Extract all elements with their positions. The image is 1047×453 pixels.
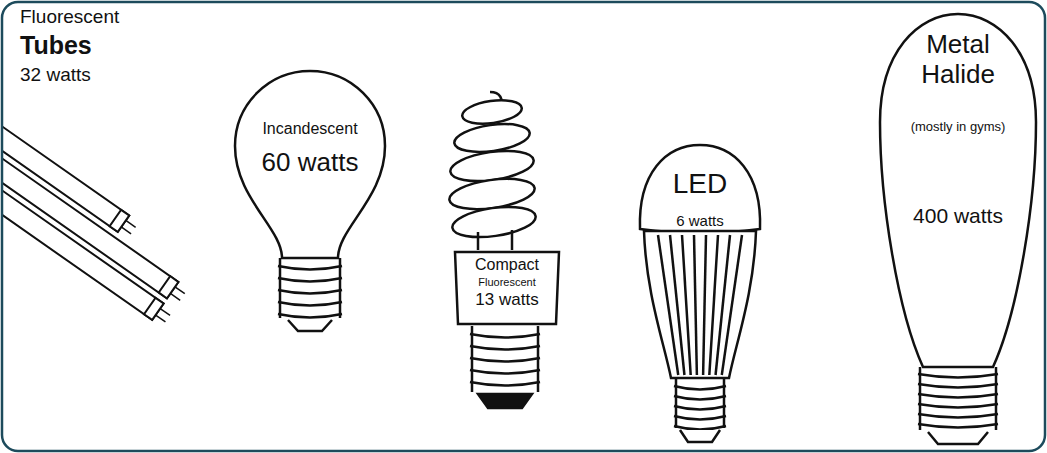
wattage: 6 watts — [640, 212, 760, 229]
screw-thread — [470, 346, 540, 350]
bulb-part — [682, 235, 691, 375]
bulb-name: Compact — [453, 256, 561, 274]
tube-pin — [121, 227, 131, 234]
screw-tip — [478, 394, 532, 408]
bulb-name: Fluorescent — [453, 276, 561, 289]
bulb-part — [278, 290, 342, 294]
bulb-part — [640, 145, 760, 233]
bulb-part — [278, 314, 342, 318]
bulb-part — [918, 424, 998, 428]
screw-thread — [470, 370, 540, 374]
bulb-part — [918, 374, 998, 378]
bulb-part — [918, 414, 998, 418]
bulb-part — [278, 302, 342, 306]
bulb-name: Incandescent — [240, 120, 380, 138]
cfl-screw-base — [470, 326, 540, 408]
bulb-part — [644, 231, 756, 378]
bulb-name: LED — [640, 168, 760, 200]
screw-thread — [470, 334, 540, 338]
bulb-name: Metal Halide — [898, 30, 1018, 90]
wattage: 400 watts — [878, 204, 1038, 228]
bulb-part — [918, 394, 998, 398]
tube-pin — [160, 309, 170, 316]
cfl-base-box: CompactFluorescent13 watts — [453, 250, 561, 326]
bulb-part — [680, 430, 720, 442]
bulb-part — [722, 235, 742, 375]
bulb-part — [674, 416, 726, 420]
bulb-part — [674, 426, 726, 430]
tube-pin — [170, 293, 180, 300]
bulb-part — [674, 386, 726, 390]
spiral-coil — [461, 97, 523, 127]
bulb-part — [235, 71, 385, 258]
usage-note: (mostly in gyms) — [878, 120, 1038, 135]
bulb-part — [928, 432, 988, 444]
spiral-leg — [477, 232, 480, 250]
tube-name: Fluorescent — [20, 7, 119, 28]
bulb-part — [703, 235, 706, 375]
bulb-part — [918, 384, 998, 388]
cfl-spiral — [447, 92, 537, 250]
wattage: 13 watts — [453, 290, 561, 310]
bulb-part — [278, 278, 342, 282]
fluorescent-tubes — [2, 118, 188, 327]
tube — [2, 182, 173, 327]
bulb-part — [880, 14, 1036, 367]
tube-pin — [156, 315, 166, 322]
screw-thread — [470, 358, 540, 362]
metal-halide-bulb: Metal Halide (mostly in gyms) 400 watts — [878, 12, 1038, 447]
wattage: 60 watts — [240, 148, 380, 178]
tube-pin — [175, 287, 185, 294]
tube-pin — [126, 220, 136, 227]
spiral-coil — [450, 202, 537, 241]
bulb-part — [288, 320, 332, 331]
bulb-part — [278, 266, 342, 270]
tube-name: Tubes — [20, 32, 92, 60]
bulb-part — [674, 406, 726, 410]
bulb-part — [918, 404, 998, 408]
bulb-part — [674, 396, 726, 400]
screw-thread — [470, 382, 540, 386]
bulb-part — [658, 235, 678, 375]
bulb-outline — [232, 68, 388, 333]
led-bulb: LED 6 watts — [636, 143, 764, 445]
incandescent-bulb: Incandescent 60 watts — [232, 68, 388, 333]
tube-glass — [2, 182, 164, 320]
bulb-part — [694, 235, 697, 375]
wattage: 32 watts — [20, 65, 91, 86]
spiral-leg — [511, 230, 514, 250]
bulb-part — [716, 235, 730, 375]
